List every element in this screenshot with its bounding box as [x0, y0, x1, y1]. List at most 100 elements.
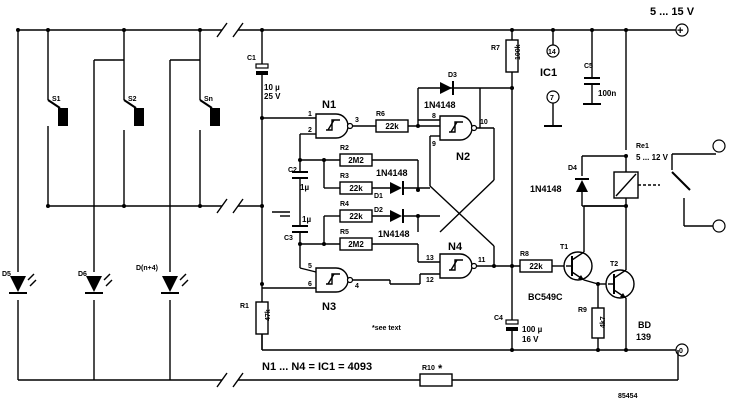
c2-label: C2 [288, 167, 297, 174]
r1-label: R1 [240, 303, 249, 310]
n1-pin1: 1 [308, 111, 312, 118]
r2-value: 2M2 [348, 156, 364, 165]
resistor-r10: R10 * [419, 363, 453, 387]
r1-value: 47k [265, 309, 272, 321]
r6-label: R6 [376, 111, 385, 118]
diode-d3: D3 1N4148 [418, 72, 480, 110]
supply-zero-terminal: 0 [675, 343, 689, 357]
d5-label: D5 [2, 271, 11, 278]
relay-contact [671, 139, 726, 233]
t2-type-b: 139 [636, 332, 651, 342]
s1-label: S1 [52, 96, 61, 103]
r5-label: R5 [340, 229, 349, 236]
plus-sign: + [677, 25, 683, 37]
r3-label: R3 [340, 173, 349, 180]
notes: N1 ... N4 = IC1 = 4093 *see text 85454 [262, 325, 638, 400]
t1-type: BC549C [528, 292, 563, 302]
capacitor-c4: C4 100 µ 16 V [494, 315, 543, 352]
relay-re1: Re1 5 ... 12 V [613, 143, 669, 220]
ic1-pin14: 14 [548, 49, 556, 56]
r2-label: R2 [340, 145, 349, 152]
sn-label: Sn [204, 96, 213, 103]
resistor-r4: 22k R4 [339, 201, 373, 223]
d2-type: 1N4148 [378, 229, 410, 239]
c4-label: C4 [494, 315, 503, 322]
r8-label: R8 [520, 251, 529, 258]
switch-sn: Sn [198, 28, 220, 208]
c5-label: C5 [584, 63, 593, 70]
led-d6: D6 [78, 271, 113, 294]
switch-s2: S2 [122, 28, 144, 208]
d4-type: 1N4148 [530, 184, 562, 194]
n4-label: N4 [448, 241, 463, 253]
s2-label: S2 [128, 96, 137, 103]
see-text-note: *see text [372, 325, 401, 332]
supply-voltage: 5 ... 15 V [650, 6, 695, 18]
n2-label: N2 [456, 151, 470, 163]
d1-label: D1 [374, 193, 383, 200]
t2-type-a: BD [638, 320, 651, 330]
relay-label: Re1 [636, 143, 649, 150]
top-rail-break [216, 22, 228, 38]
n1-label: N1 [322, 99, 336, 111]
diode-d1: D1 1N4148 [374, 168, 408, 200]
r9-label: R9 [578, 307, 587, 314]
resistor-r3: 22k R3 [339, 173, 373, 195]
c5-value: 100n [598, 89, 616, 98]
resistor-r1: 47k R1 [240, 301, 272, 335]
r3-value: 22k [349, 184, 363, 193]
r10-star: * [438, 363, 443, 375]
d2-label: D2 [374, 207, 383, 214]
ic-note: N1 ... N4 = IC1 = 4093 [262, 361, 372, 373]
n2-pin9: 9 [432, 141, 436, 148]
d4-label: D4 [568, 165, 577, 172]
d6-label: D6 [78, 271, 87, 278]
gate-n2: N2 8 9 10 [418, 113, 488, 163]
relay-volt: 5 ... 12 V [636, 153, 669, 162]
t2-label: T2 [610, 261, 618, 268]
r7-value: 100k [515, 44, 522, 60]
gate-n1: N1 1 2 3 [262, 99, 359, 139]
r7-label: R7 [491, 45, 500, 52]
d1-type: 1N4148 [376, 168, 408, 178]
n3-pin5: 5 [308, 263, 312, 270]
resistor-r9: 4k7 R9 [578, 284, 607, 350]
dn-label: D(n+4) [136, 265, 158, 272]
c1-volt: 25 V [264, 92, 281, 101]
gate-n4: N4 13 12 11 [419, 241, 486, 284]
led-d5: D5 [2, 271, 37, 294]
c3-label: C3 [284, 235, 293, 242]
n3-pin6: 6 [308, 281, 312, 288]
r8-value: 22k [529, 262, 543, 271]
t1-label: T1 [560, 244, 568, 251]
bottom-rail-break [216, 372, 228, 388]
zero-sign: 0 [679, 348, 683, 355]
capacitor-c3: C3 1µ [284, 215, 311, 268]
mid-rail-break [216, 198, 228, 214]
n2-pin10: 10 [480, 119, 488, 126]
n4-pin13: 13 [426, 255, 434, 262]
n4-pin11: 11 [478, 257, 486, 264]
n1-pin2: 2 [308, 127, 312, 134]
d3-type: 1N4148 [424, 100, 456, 110]
r5-value: 2M2 [348, 240, 364, 249]
gate-n3: N3 5 6 4 [262, 263, 359, 313]
r9-value: 4k7 [600, 316, 607, 328]
r4-value: 22k [349, 212, 363, 221]
left-section: S1 S2 Sn [2, 22, 678, 388]
resistor-r5: 2M2 R5 [339, 229, 373, 251]
capacitor-c5: C5 100n [583, 28, 616, 105]
d3-label: D3 [448, 72, 457, 79]
n3-label: N3 [322, 301, 336, 313]
n3-pin4: 4 [355, 283, 359, 290]
resistor-r6: 22k R6 [375, 111, 409, 133]
ic1-label: IC1 [540, 67, 557, 79]
c1-value: 10 µ [264, 83, 280, 92]
r4-label: R4 [340, 201, 349, 208]
ic1-supply: 14 IC1 7 [540, 28, 562, 127]
r6-value: 22k [385, 122, 399, 131]
c4-volt: 16 V [522, 335, 539, 344]
n4-pin12: 12 [426, 277, 434, 284]
capacitor-c2: C2 1µ [288, 167, 309, 196]
